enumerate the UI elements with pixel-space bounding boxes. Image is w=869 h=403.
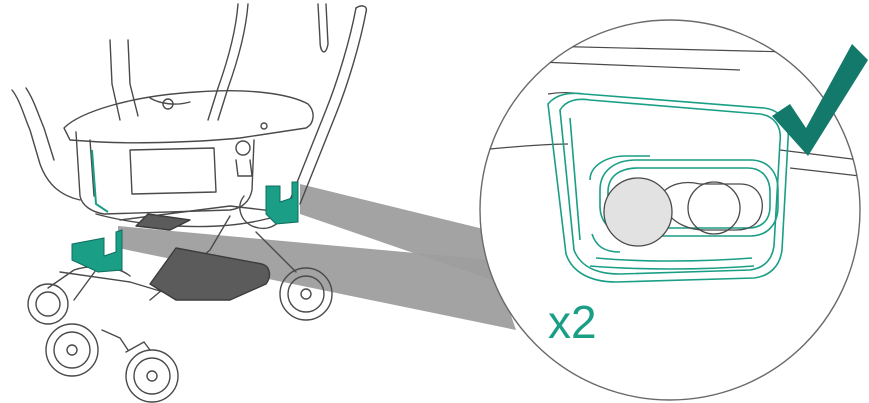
stroller-chassis <box>96 214 288 227</box>
front-left-wheel <box>46 324 98 376</box>
clip-marker-lower <box>72 230 122 272</box>
quantity-label: x2 <box>548 296 597 348</box>
magnified-release-button <box>604 178 672 246</box>
rear-left-wheel <box>280 268 332 320</box>
clip-marker-upper <box>266 182 298 224</box>
rear-right-wheel <box>28 284 68 324</box>
stroller-carrycot <box>64 91 313 143</box>
front-right-wheel <box>126 342 178 402</box>
stroller-wrist-strap <box>318 4 328 52</box>
stroller-fold-knob <box>236 141 250 155</box>
stroller-push-frame <box>290 8 356 200</box>
carrycot-strap-highlight <box>92 150 108 212</box>
